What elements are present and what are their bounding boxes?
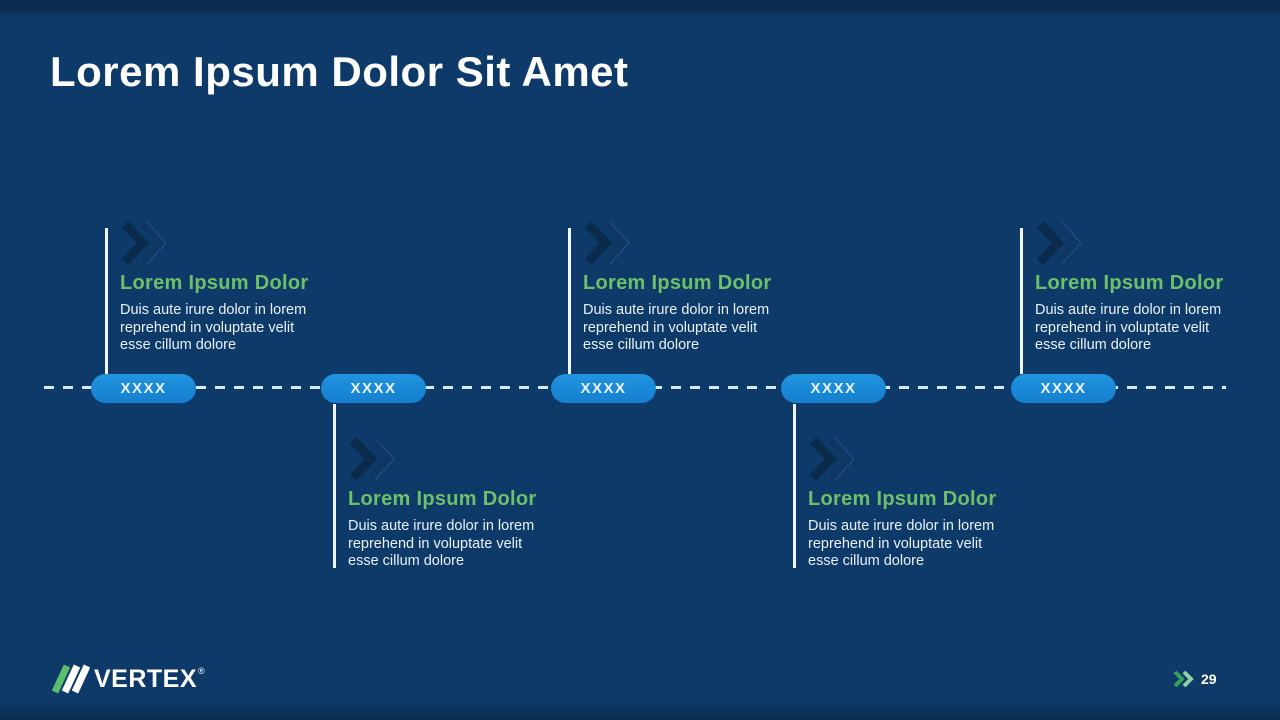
double-chevron-watermark-icon [349, 436, 397, 482]
vertex-logo-text: VERTEX [94, 664, 198, 693]
block-heading: Lorem Ipsum Dolor [120, 272, 309, 294]
timeline-pill: XXXX [1011, 374, 1116, 403]
double-chevron-watermark-icon [121, 220, 169, 266]
double-chevron-watermark-icon [809, 436, 857, 482]
block-heading: Lorem Ipsum Dolor [808, 488, 997, 510]
pill-label: XXXX [350, 380, 397, 397]
double-chevron-watermark-icon [584, 220, 632, 266]
timeline-block: Lorem Ipsum Dolor Duis aute irure dolor … [1020, 220, 1250, 374]
block-body: Duis aute irure dolor in lorem reprehend… [120, 302, 307, 353]
slide-title: Lorem Ipsum Dolor Sit Amet [50, 48, 629, 95]
page-number: 29 [1201, 671, 1217, 687]
double-chevron-icon [1173, 670, 1194, 688]
timeline-block: Lorem Ipsum Dolor Duis aute irure dolor … [333, 404, 563, 569]
pill-label: XXXX [1040, 380, 1087, 397]
block-heading: Lorem Ipsum Dolor [583, 272, 772, 294]
pill-label: XXXX [810, 380, 857, 397]
timeline-block: Lorem Ipsum Dolor Duis aute irure dolor … [793, 404, 1023, 569]
block-heading: Lorem Ipsum Dolor [1035, 272, 1224, 294]
timeline-block: Lorem Ipsum Dolor Duis aute irure dolor … [568, 220, 798, 374]
block-body: Duis aute irure dolor in lorem reprehend… [1035, 302, 1222, 353]
timeline-block: Lorem Ipsum Dolor Duis aute irure dolor … [105, 220, 335, 374]
timeline-pill: XXXX [91, 374, 196, 403]
block-body: Duis aute irure dolor in lorem reprehend… [348, 518, 535, 569]
double-chevron-watermark-icon [1036, 220, 1084, 266]
block-heading: Lorem Ipsum Dolor [348, 488, 537, 510]
block-body: Duis aute irure dolor in lorem reprehend… [808, 518, 995, 569]
registered-mark: ® [198, 666, 205, 676]
vertex-logo: VERTEX ® [48, 658, 205, 700]
block-body: Duis aute irure dolor in lorem reprehend… [583, 302, 770, 353]
pill-label: XXXX [120, 380, 167, 397]
pill-label: XXXX [580, 380, 627, 397]
page-footer: 29 [1172, 666, 1217, 692]
timeline-pill: XXXX [781, 374, 886, 403]
timeline-pill: XXXX [321, 374, 426, 403]
vertex-logo-icon [51, 664, 90, 694]
timeline-pill: XXXX [551, 374, 656, 403]
